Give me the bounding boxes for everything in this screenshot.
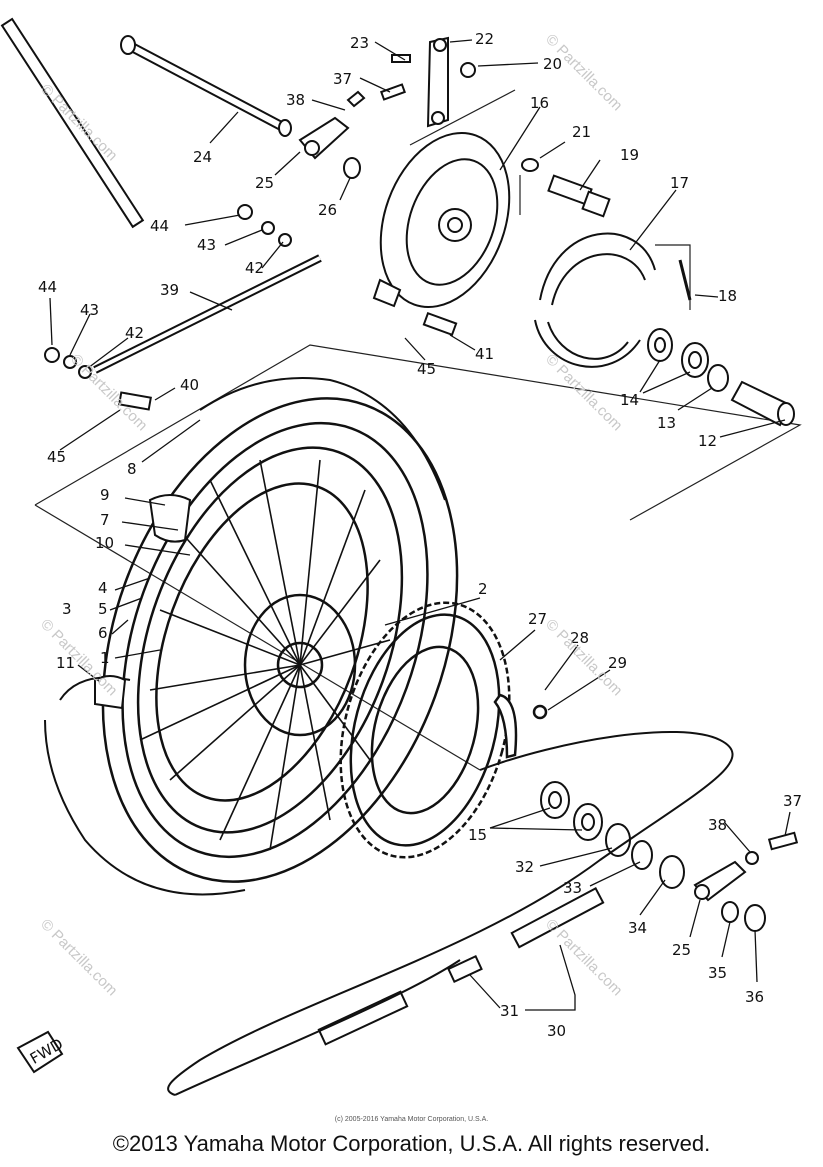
torque-arm xyxy=(426,36,476,128)
callout-19: 19 xyxy=(620,146,639,164)
callout-9: 9 xyxy=(100,486,110,504)
callout-17: 17 xyxy=(670,174,689,192)
leader-lines xyxy=(49,39,791,1011)
callout-32: 32 xyxy=(515,858,534,876)
callout-38-top: 38 xyxy=(286,91,305,109)
rear-wheel xyxy=(101,397,459,883)
forward-direction-arrow: FWD xyxy=(16,1030,66,1074)
callout-22: 22 xyxy=(475,30,494,48)
tube-and-rim-band xyxy=(94,494,192,710)
callout-1: 1 xyxy=(100,649,110,667)
callout-29: 29 xyxy=(608,654,627,672)
callout-21: 21 xyxy=(572,123,591,141)
small-copyright: (c) 2005-2016 Yamaha Motor Corporation, … xyxy=(334,1116,489,1123)
callout-16: 16 xyxy=(530,94,549,112)
callout-labels: 23 22 20 37 38 16 21 24 19 25 17 26 44 4… xyxy=(38,30,802,1040)
hub-bearings xyxy=(647,328,795,427)
brake-shoe-plate xyxy=(343,131,511,309)
drive-chain xyxy=(167,731,734,1096)
callout-37-bottom: 37 xyxy=(783,792,802,810)
callout-3: 3 xyxy=(62,600,72,618)
callout-45-mid: 45 xyxy=(417,360,436,378)
watermark: © Partzilla.com xyxy=(37,81,120,164)
callout-13: 13 xyxy=(657,414,676,432)
callout-20: 20 xyxy=(543,55,562,73)
callout-37-top: 37 xyxy=(333,70,352,88)
rear-sprocket xyxy=(339,601,548,859)
copyright-notice: ©2013 Yamaha Motor Corporation, U.S.A. A… xyxy=(112,1131,711,1156)
callout-40: 40 xyxy=(180,376,199,394)
callout-36: 36 xyxy=(745,988,764,1006)
callout-45-left: 45 xyxy=(47,448,66,466)
watermark: © Partzilla.com xyxy=(542,916,625,999)
watermark: © Partzilla.com xyxy=(37,916,120,999)
callout-33: 33 xyxy=(563,879,582,897)
callout-10: 10 xyxy=(95,534,114,552)
adjuster-rod xyxy=(44,204,458,411)
callout-41: 41 xyxy=(475,345,494,363)
callout-43-mid: 43 xyxy=(197,236,216,254)
chain-puller-upper xyxy=(298,54,411,160)
callout-38-bottom: 38 xyxy=(708,816,727,834)
callout-24: 24 xyxy=(193,148,212,166)
callout-8: 8 xyxy=(127,460,137,478)
callout-12: 12 xyxy=(698,432,717,450)
brake-cam xyxy=(521,158,611,218)
callout-2: 2 xyxy=(478,580,488,598)
callout-18: 18 xyxy=(718,287,737,305)
callout-31: 31 xyxy=(500,1002,519,1020)
spokes xyxy=(139,459,391,851)
callout-6: 6 xyxy=(98,624,108,642)
assembly-outline xyxy=(34,89,802,771)
callout-42-mid: 42 xyxy=(245,259,264,277)
rear-axle xyxy=(0,17,292,229)
callout-26: 26 xyxy=(318,201,337,219)
callout-23: 23 xyxy=(350,34,369,52)
callout-42-left: 42 xyxy=(125,324,144,342)
callout-25-bottom: 25 xyxy=(672,941,691,959)
callout-34: 34 xyxy=(628,919,647,937)
callout-25-top: 25 xyxy=(255,174,274,192)
callout-5: 5 xyxy=(98,600,108,618)
callout-35: 35 xyxy=(708,964,727,982)
callout-14: 14 xyxy=(620,391,639,409)
callout-44-left: 44 xyxy=(38,278,57,296)
callout-11: 11 xyxy=(56,654,75,672)
callout-27: 27 xyxy=(528,610,547,628)
callout-4: 4 xyxy=(98,579,108,597)
brake-shoes xyxy=(534,232,692,368)
callout-15: 15 xyxy=(468,826,487,844)
callout-30: 30 xyxy=(547,1022,566,1040)
callout-39: 39 xyxy=(160,281,179,299)
callout-7: 7 xyxy=(100,511,110,529)
watermarks: © Partzilla.com © Partzilla.com © Partzi… xyxy=(37,31,625,999)
callout-43-left: 43 xyxy=(80,301,99,319)
callout-44-mid: 44 xyxy=(150,217,169,235)
callout-28: 28 xyxy=(570,629,589,647)
